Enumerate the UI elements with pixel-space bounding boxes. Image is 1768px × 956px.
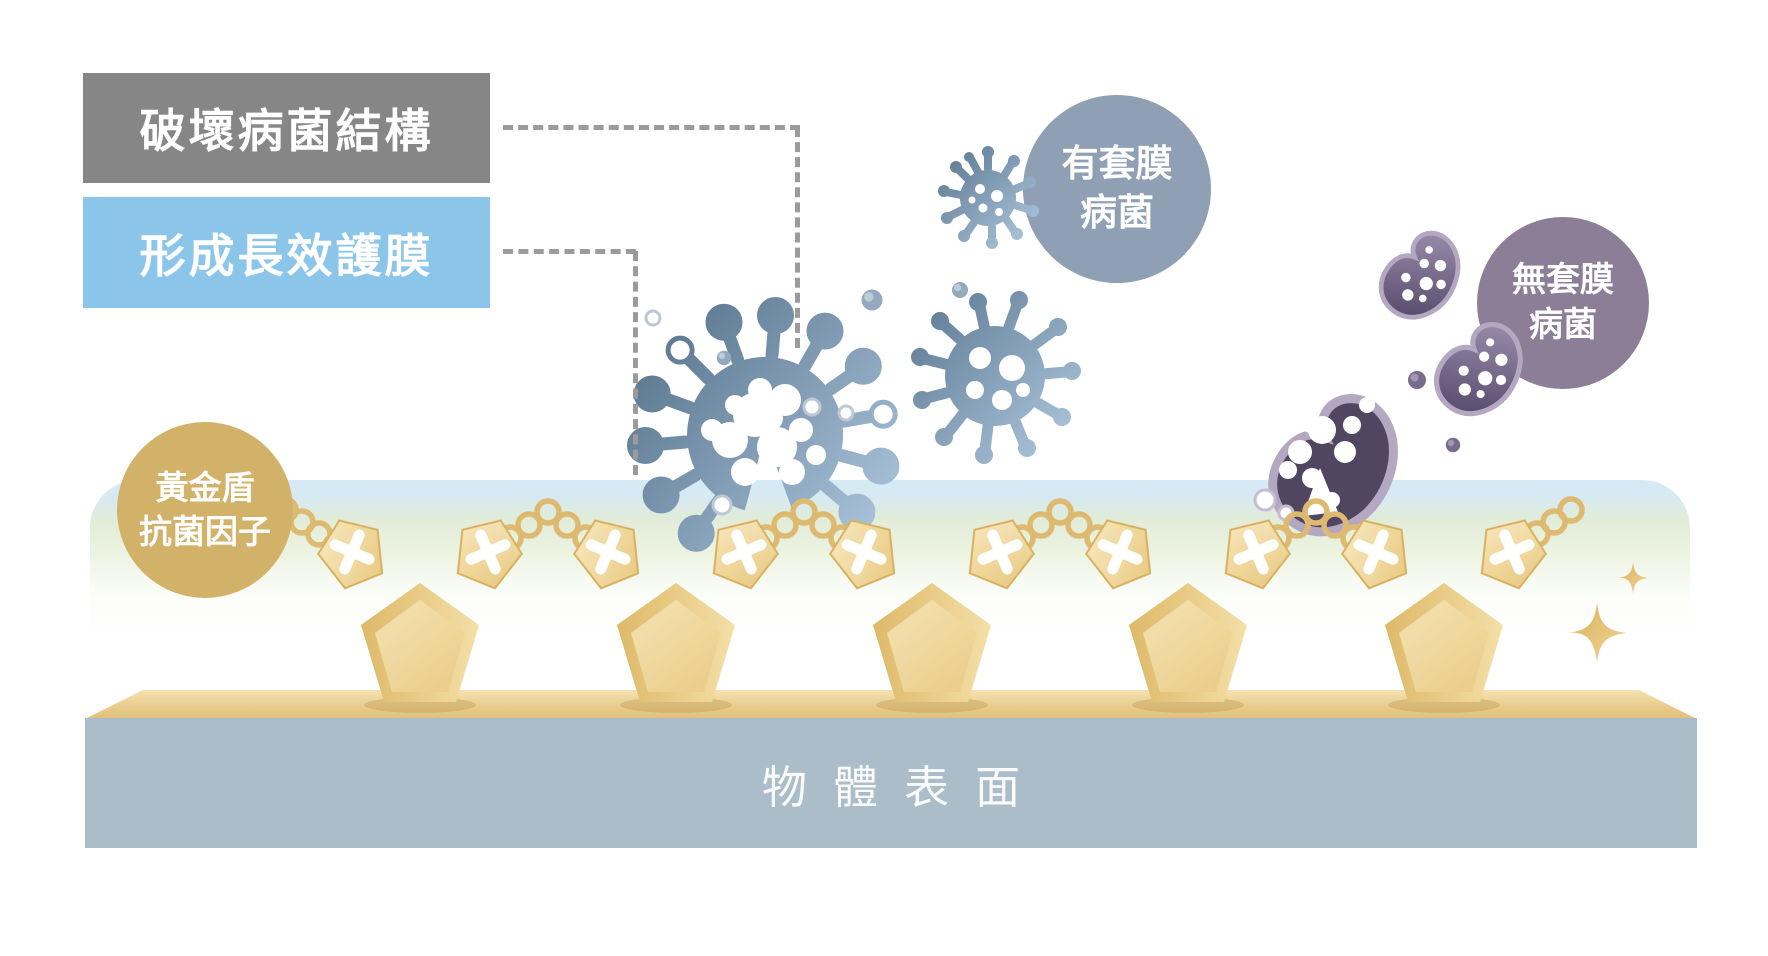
non-enveloped-line1: 無套膜 xyxy=(1512,261,1614,300)
gold-shield-line2: 抗菌因子 xyxy=(139,513,271,550)
connector-destroy-horizontal xyxy=(503,125,800,130)
callout-destroy-structure: 破壞病菌結構 xyxy=(83,73,490,183)
enveloped-virus-medium xyxy=(911,291,1081,464)
connector-film-vertical xyxy=(633,251,638,475)
enveloped-pathogen-badge: 有套膜 病菌 xyxy=(1023,95,1211,283)
non-enveloped-line2: 病菌 xyxy=(1529,306,1597,344)
callout-film-label: 形成長效護膜 xyxy=(139,229,434,282)
particle-dots xyxy=(716,282,1461,453)
connector-destroy-vertical xyxy=(795,127,800,348)
antibacterial-anchor-strip xyxy=(85,440,1697,713)
non-enveloped-bacterium xyxy=(1368,223,1476,332)
object-surface-bar: 物體表面 xyxy=(85,718,1697,848)
callout-destroy-label: 破壞病菌結構 xyxy=(139,105,434,157)
antibacterial-anchor xyxy=(566,508,787,713)
gold-shield-badge: 黃金盾 抗菌因子 xyxy=(117,422,293,598)
antibacterial-anchor xyxy=(822,508,1043,713)
connector-film-horizontal xyxy=(503,249,636,254)
enveloped-line2: 病菌 xyxy=(1080,192,1154,233)
non-enveloped-pathogen-badge: 無套膜 病菌 xyxy=(1477,217,1649,389)
antibacterial-anchor xyxy=(1078,508,1299,713)
callout-form-film: 形成長效護膜 xyxy=(83,197,490,308)
antibacterial-anchor xyxy=(310,508,531,713)
antibacterial-anchor xyxy=(1334,508,1555,713)
object-surface-label: 物體表面 xyxy=(761,761,1047,813)
virus-body xyxy=(960,170,1016,226)
gold-shield-line1: 黃金盾 xyxy=(155,469,255,507)
virus-body xyxy=(945,326,1045,426)
enveloped-line1: 有套膜 xyxy=(1061,143,1173,185)
